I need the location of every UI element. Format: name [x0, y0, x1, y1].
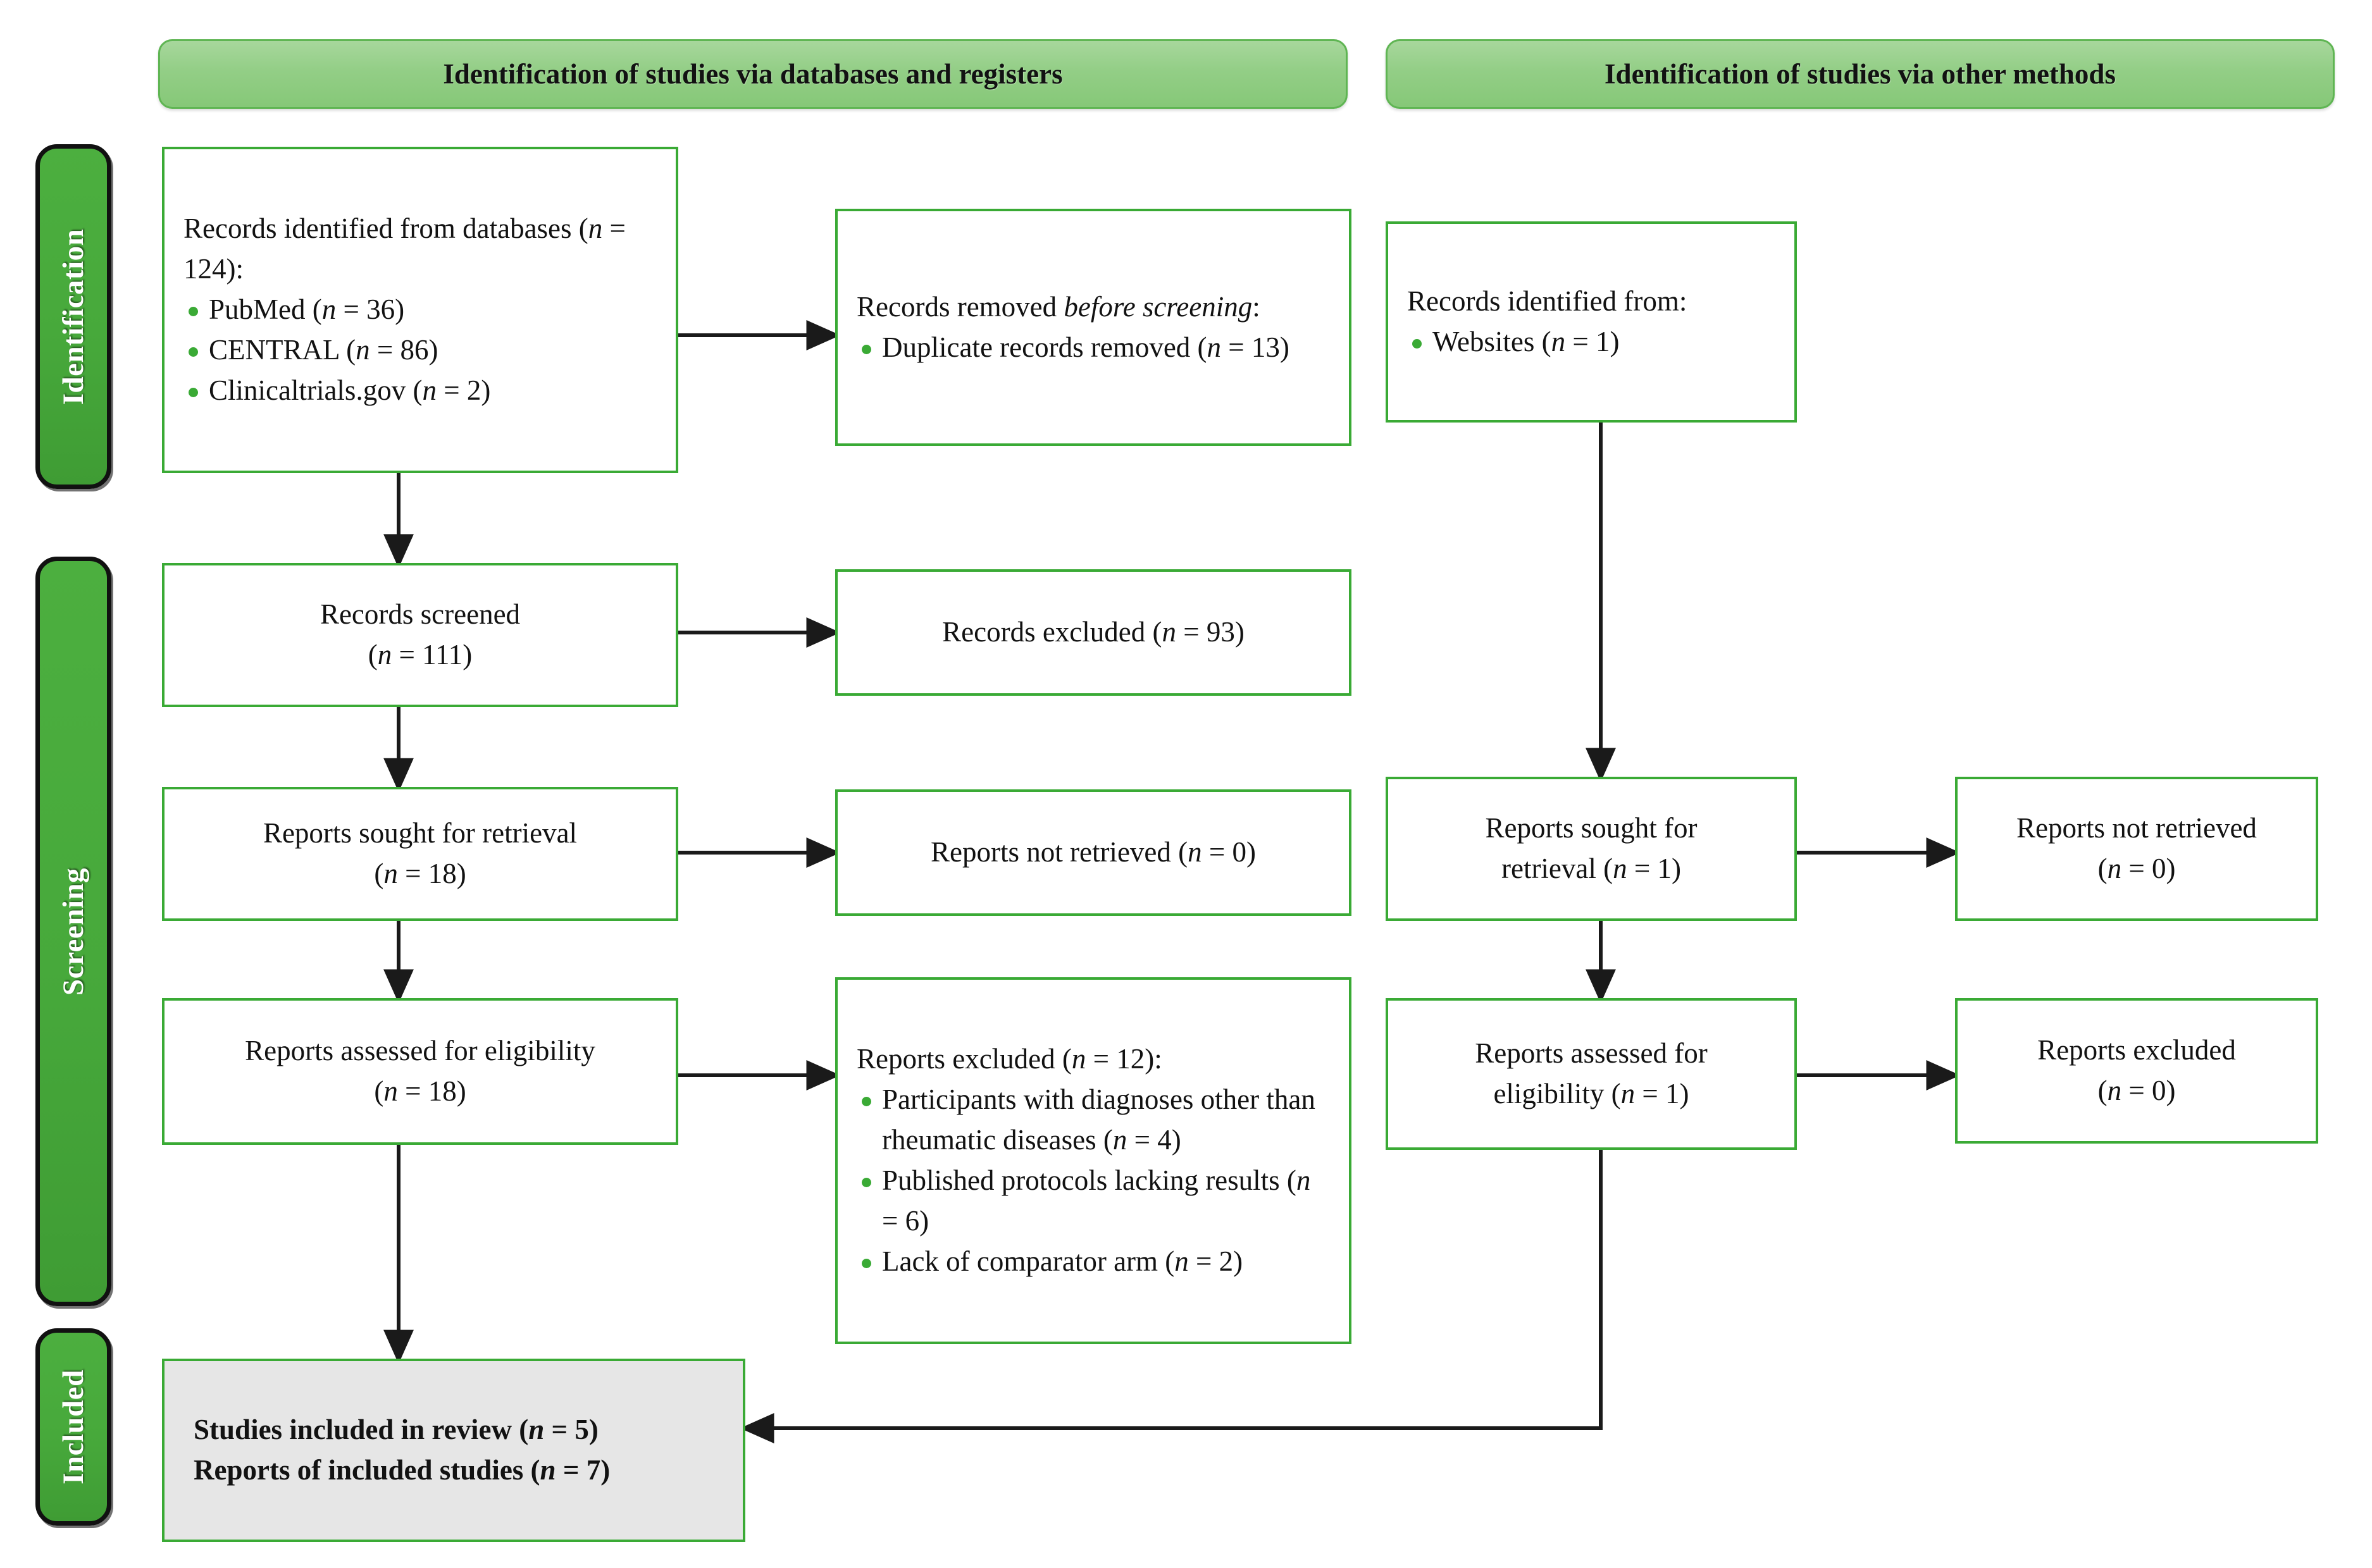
box-reports-assessed-other: Reports assessed for eligibility (n = 1) [1386, 998, 1797, 1150]
box-records-removed-before-screening: Records removed before screening: Duplic… [835, 209, 1351, 446]
n-variable: n [377, 639, 392, 670]
n-variable: n [356, 333, 370, 366]
n-variable: n [1162, 616, 1177, 648]
box-records-identified-databases: Records identified from databases (n = 1… [162, 147, 678, 473]
reports-assessed-other-line1: Reports assessed for [1475, 1037, 1708, 1070]
section-header-databases-label: Identification of studies via databases … [443, 58, 1063, 90]
n-variable: n [1296, 1164, 1311, 1196]
reports-sought-db-line1: Reports sought for retrieval [263, 817, 578, 849]
bullet-central: CENTRAL (n = 86) [183, 330, 657, 371]
n-variable: n [540, 1454, 556, 1486]
records-identified-other-lead: Records identified from: [1407, 285, 1687, 318]
n-variable: n [422, 374, 437, 406]
records-removed-lead: Records removed before screening: [857, 290, 1260, 323]
records-identified-bullets: PubMed (n = 36) CENTRAL (n = 86) Clinica… [183, 290, 657, 411]
n-variable: n [1551, 326, 1566, 357]
reports-excluded-other-line2: (n = 0) [2097, 1075, 2176, 1106]
bullet-duplicate-records: Duplicate records removed (n = 13) [857, 328, 1330, 368]
box-reports-excluded-databases: Reports excluded (n = 12): Participants … [835, 977, 1351, 1344]
included-reports-line: Reports of included studies (n = 7) [194, 1454, 611, 1486]
phase-rail-included: Included [35, 1328, 111, 1526]
box-reports-not-retrieved-other: Reports not retrieved (n = 0) [1955, 777, 2318, 921]
reports-not-retrieved-other-line1: Reports not retrieved [2016, 812, 2257, 844]
n-variable: n [1174, 1245, 1189, 1277]
box-reports-assessed-databases: Reports assessed for eligibility (n = 18… [162, 998, 678, 1145]
reports-assessed-other-line2: eligibility (n = 1) [1493, 1078, 1689, 1109]
box-included-summary: Studies included in review (n = 5) Repor… [162, 1359, 745, 1542]
records-identified-lead: Records identified from databases (n = 1… [183, 213, 626, 285]
box-records-screened: Records screened (n = 111) [162, 563, 678, 707]
reports-assessed-db-line1: Reports assessed for eligibility [245, 1035, 595, 1067]
n-variable: n [1071, 1043, 1086, 1075]
box-records-excluded: Records excluded (n = 93) [835, 569, 1351, 696]
bullet-protocols-lacking-results: Published protocols lacking results (n =… [857, 1161, 1330, 1242]
reports-sought-other-line2: retrieval (n = 1) [1501, 853, 1681, 884]
n-variable: n [528, 1414, 545, 1446]
records-excluded-line: Records excluded (n = 93) [942, 616, 1245, 648]
before-screening-emphasis: before screening [1064, 290, 1253, 323]
n-variable: n [588, 213, 603, 245]
phase-rail-identification: Identification [35, 144, 111, 489]
phase-rail-screening-label: Screening [57, 867, 90, 996]
n-variable: n [1620, 1078, 1636, 1109]
reports-excluded-db-lead: Reports excluded (n = 12): [857, 1043, 1162, 1075]
bullet-clinicaltrials: Clinicaltrials.gov (n = 2) [183, 371, 657, 411]
box-reports-not-retrieved-databases: Reports not retrieved (n = 0) [835, 789, 1351, 916]
box-records-identified-other: Records identified from: Websites (n = 1… [1386, 221, 1797, 423]
records-screened-line1: Records screened [320, 598, 521, 631]
bullet-pubmed: PubMed (n = 36) [183, 290, 657, 330]
n-variable: n [1613, 853, 1627, 884]
box-reports-sought-other: Reports sought for retrieval (n = 1) [1386, 777, 1797, 921]
records-removed-bullets: Duplicate records removed (n = 13) [857, 328, 1330, 368]
section-header-other-methods-label: Identification of studies via other meth… [1605, 58, 2116, 90]
section-header-databases: Identification of studies via databases … [158, 39, 1348, 109]
n-variable: n [1112, 1124, 1127, 1156]
n-variable: n [383, 858, 398, 889]
n-variable: n [2107, 1075, 2122, 1106]
reports-sought-other-line1: Reports sought for [1485, 812, 1698, 844]
reports-excluded-other-line1: Reports excluded [2037, 1034, 2236, 1066]
n-variable: n [383, 1075, 398, 1107]
phase-rail-identification-label: Identification [57, 228, 90, 405]
box-reports-excluded-other: Reports excluded (n = 0) [1955, 998, 2318, 1144]
reports-assessed-db-line2: (n = 18) [374, 1075, 466, 1107]
n-variable: n [1207, 331, 1222, 363]
n-variable: n [2107, 853, 2122, 884]
reports-not-retrieved-db-line: Reports not retrieved (n = 0) [931, 836, 1256, 868]
included-studies-line: Studies included in review (n = 5) [194, 1414, 599, 1446]
phase-rail-included-label: Included [57, 1369, 90, 1485]
reports-not-retrieved-other-line2: (n = 0) [2097, 853, 2176, 884]
section-header-other-methods: Identification of studies via other meth… [1386, 39, 2335, 109]
reports-excluded-db-bullets: Participants with diagnoses other than r… [857, 1080, 1330, 1281]
phase-rail-screening: Screening [35, 557, 111, 1306]
box-reports-sought-databases: Reports sought for retrieval (n = 18) [162, 787, 678, 921]
bullet-websites: Websites (n = 1) [1407, 322, 1775, 362]
bullet-other-diagnoses: Participants with diagnoses other than r… [857, 1080, 1330, 1161]
records-screened-line2: (n = 111) [368, 639, 473, 670]
records-identified-other-bullets: Websites (n = 1) [1407, 322, 1775, 362]
n-variable: n [321, 293, 337, 326]
reports-sought-db-line2: (n = 18) [374, 858, 466, 889]
bullet-lack-comparator-arm: Lack of comparator arm (n = 2) [857, 1242, 1330, 1282]
n-variable: n [1188, 836, 1202, 868]
